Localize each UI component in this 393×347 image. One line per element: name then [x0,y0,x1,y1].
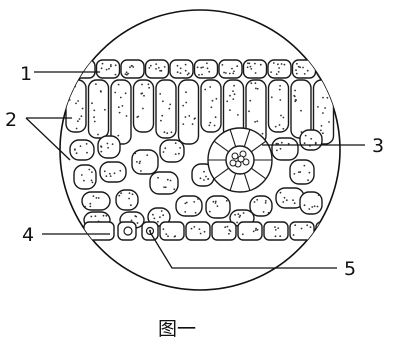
palisade-cell [89,80,109,138]
lower-epidermis-cell [316,222,340,240]
palisade-cell [134,80,154,132]
palisade-cell [269,80,289,132]
spongy-cell [74,165,96,189]
palisade-cell [156,80,176,138]
epidermis-cell [121,60,144,78]
lower-epidermis-cell [342,222,366,240]
epidermis-cell [293,60,316,78]
label-1: 1 [20,63,32,85]
lower-epidermis-cell [84,222,114,240]
spongy-cell [70,140,94,160]
spongy-cell [206,196,230,218]
spongy-cell [150,172,178,194]
spongy-cell [272,138,298,160]
label-4: 4 [22,224,34,246]
lower-epidermis-cell [238,222,262,240]
stoma-icon [124,227,132,235]
upper-epidermis [72,60,340,78]
palisade-cell [66,80,86,132]
spongy-cell [100,162,126,182]
epidermis-cell [268,60,291,78]
epidermis-cell [244,60,267,78]
epidermis-cell [195,60,218,78]
lower-epidermis-cell [212,222,236,240]
palisade-cell [179,80,199,144]
leaf-vein [208,128,272,192]
epidermis-cell [219,60,242,78]
lower-epidermis [84,222,392,240]
lower-epidermis-cell [264,222,288,240]
palisade-cell [291,80,311,138]
lower-epidermis-cell [186,222,210,240]
spongy-cell [160,140,184,162]
spongy-cell [300,130,322,150]
figure-caption: 图一 [158,318,196,340]
label-3: 3 [372,135,384,157]
epidermis-cell [146,60,169,78]
epidermis-cell [317,60,340,78]
label-5: 5 [344,258,356,280]
spongy-cell [290,160,314,184]
epidermis-cell [72,60,95,78]
lower-epidermis-cell [160,222,184,240]
spongy-cell [116,190,138,210]
spongy-cell [82,192,110,210]
label-2: 2 [5,109,17,131]
palisade-cell [111,80,131,144]
palisade-cell [201,80,221,132]
lower-epidermis-cell [368,222,392,240]
epidermis-cell [170,60,193,78]
